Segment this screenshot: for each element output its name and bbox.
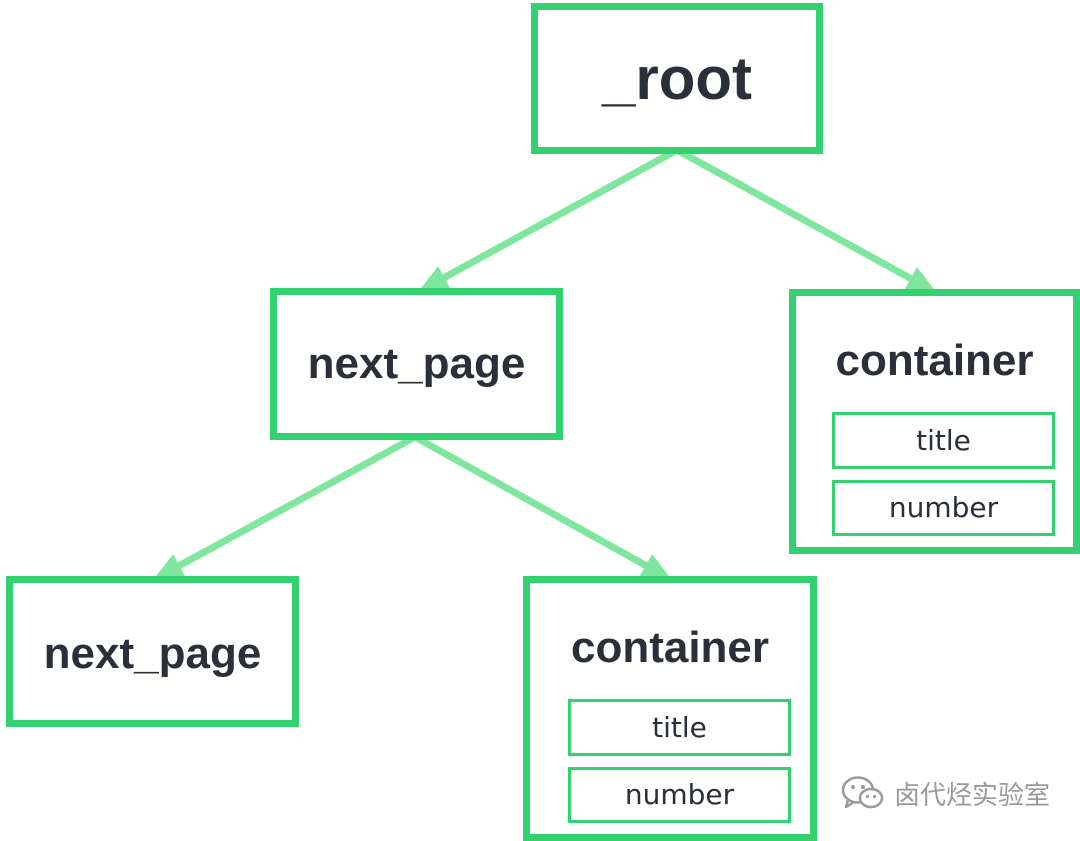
node-next-page-label: next_page (307, 339, 526, 388)
wechat-icon (841, 776, 884, 809)
field-number: number (568, 767, 791, 823)
node-next-page-level1: next_page (270, 288, 563, 440)
watermark: 卤代烃实验室 (840, 772, 1050, 814)
node-root: _root (531, 3, 823, 154)
edge-next-page-to-container (411, 433, 672, 580)
field-title: title (568, 699, 791, 756)
node-container-label: container (570, 623, 770, 672)
edge-root-to-next-page (418, 146, 681, 292)
node-container-level2: container title number (523, 576, 817, 841)
node-container-level1: container title number (789, 289, 1080, 554)
field-number: number (832, 480, 1055, 536)
node-container-label: container (835, 336, 1034, 385)
edge-root-to-container (673, 146, 937, 293)
node-next-page-level2: next_page (6, 576, 299, 727)
edge-next-page-to-next-page (153, 433, 419, 580)
field-title: title (832, 412, 1055, 469)
watermark-text: 卤代烃实验室 (894, 780, 1051, 811)
node-root-label: _root (602, 45, 752, 112)
node-next-page-label: next_page (43, 629, 262, 678)
